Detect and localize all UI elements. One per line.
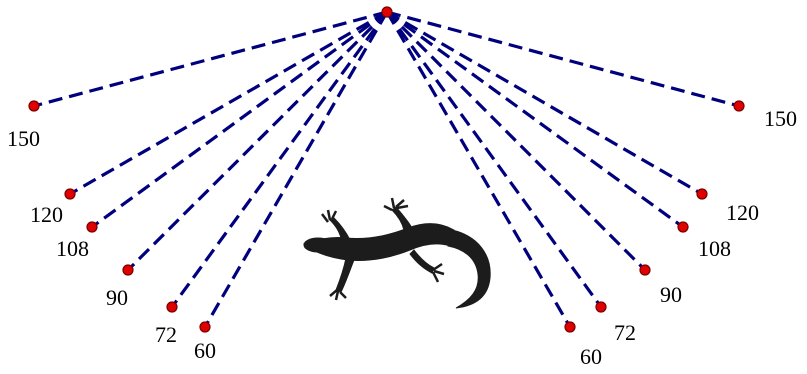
point-right-72: [595, 301, 607, 313]
point-right-90: [639, 264, 651, 276]
ray-right-60: [385, 11, 572, 328]
point-left-108: [86, 221, 98, 233]
rays-group: [33, 10, 740, 328]
lizard-head: [303, 237, 333, 253]
lizard-silhouette-icon: [302, 197, 491, 309]
label-right-60: 60: [580, 344, 602, 369]
label-left-120: 120: [30, 202, 63, 227]
label-right-72: 72: [614, 320, 636, 345]
label-left-72: 72: [155, 322, 177, 347]
lizard-tail: [447, 229, 491, 309]
point-left-150: [28, 100, 40, 112]
ray-left-60: [203, 11, 389, 328]
ray-left-150: [33, 10, 388, 108]
label-right-90: 90: [660, 282, 682, 307]
lizard-leg-front-left: [329, 217, 351, 243]
lizard-toes-back-lower: [431, 262, 445, 283]
point-left-60: [199, 321, 211, 333]
ray-right-72: [385, 11, 603, 308]
ray-right-108: [386, 10, 684, 229]
lizard-leg-front-right: [335, 257, 355, 293]
ray-right-120: [386, 10, 703, 196]
ray-left-90: [126, 10, 389, 272]
ray-right-90: [385, 10, 647, 272]
lizard-toes-front-left: [321, 209, 338, 223]
label-left-150: 150: [7, 126, 40, 151]
ray-left-120: [69, 10, 388, 196]
point-left-90: [122, 264, 134, 276]
lizard-leg-back-upper: [391, 206, 413, 231]
label-right-120: 120: [726, 200, 759, 225]
point-right-108: [677, 221, 689, 233]
apex-point: [381, 6, 393, 18]
ray-left-72: [170, 11, 389, 308]
points-group: [28, 6, 745, 333]
point-right-60: [564, 321, 576, 333]
lizard-toes-front-right: [329, 289, 347, 301]
label-left-60: 60: [194, 338, 216, 363]
lizard-leg-back-lower: [409, 249, 435, 274]
lizard-toes-back-upper: [383, 197, 409, 212]
point-left-120: [64, 188, 76, 200]
ray-right-150: [386, 10, 740, 108]
label-right-108: 108: [698, 236, 731, 261]
label-left-90: 90: [106, 285, 128, 310]
label-right-150: 150: [764, 106, 797, 131]
labels-group: 150 120 108 90 72 60 150 120 108 90 72 60: [7, 106, 797, 369]
point-left-72: [166, 301, 178, 313]
label-left-108: 108: [56, 236, 89, 261]
ray-left-108: [91, 10, 388, 229]
point-right-120: [696, 188, 708, 200]
point-right-150: [733, 100, 745, 112]
